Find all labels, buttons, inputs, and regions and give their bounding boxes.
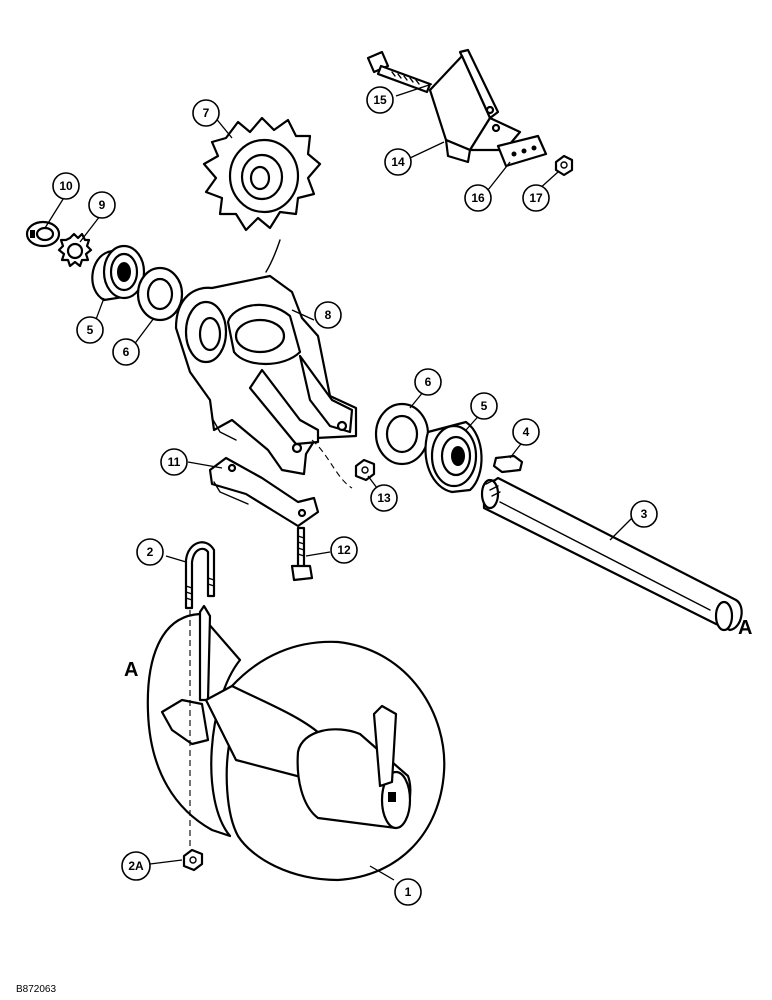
callout-15: 15	[366, 86, 394, 114]
callout-9: 9	[88, 191, 116, 219]
callout-label: 9	[99, 198, 106, 212]
part-1-auger	[146, 604, 446, 882]
callout-1: 1	[394, 878, 422, 906]
part-15-bolt	[366, 50, 432, 94]
part-16-plate	[496, 134, 548, 168]
callout-label: 13	[377, 491, 391, 505]
part-10-lock-collar	[25, 220, 61, 248]
callout-label: 15	[373, 93, 387, 107]
callout-label: 5	[481, 399, 488, 413]
part-17-nut	[554, 154, 574, 177]
callout-label: 11	[168, 455, 181, 469]
callout-6-right: 6	[414, 368, 442, 396]
part-5-bearing-right	[424, 420, 483, 494]
callout-label: 3	[641, 507, 648, 521]
callout-12: 12	[330, 536, 358, 564]
callout-label: 16	[471, 191, 485, 205]
callout-10: 10	[52, 172, 80, 200]
part-5-bearing-left	[91, 244, 146, 302]
part-14-bracket	[428, 48, 522, 164]
callout-label: 2A	[128, 859, 144, 873]
part-6-washer-right	[374, 402, 430, 466]
connection-mark-right: A	[738, 617, 752, 639]
callout-14: 14	[384, 148, 412, 176]
callout-label: 6	[123, 345, 130, 359]
part-4-key	[492, 454, 524, 474]
part-12-bolt	[290, 526, 314, 582]
callout-label: 17	[529, 191, 543, 205]
leader-lines	[44, 83, 633, 881]
part-7-sprocket	[202, 116, 322, 273]
callout-5-left: 5	[76, 316, 104, 344]
part-13-nut	[311, 439, 376, 489]
part-11-strap	[208, 456, 320, 528]
callout-label: 7	[203, 106, 210, 120]
part-8-housing	[174, 274, 358, 476]
callout-6-left: 6	[112, 338, 140, 366]
callout-3: 3	[630, 500, 658, 528]
callout-8: 8	[314, 301, 342, 329]
part-2a-nut	[182, 848, 204, 872]
callout-label: 12	[337, 543, 351, 557]
callout-11: 11	[160, 448, 188, 476]
callout-2a: 2A	[121, 851, 151, 881]
callout-7: 7	[192, 99, 220, 127]
part-2-u-bolt	[184, 541, 216, 610]
callout-label: 10	[59, 179, 73, 193]
part-9-lock-washer	[57, 232, 93, 268]
connection-mark-left: A	[124, 659, 138, 681]
part-3-shaft	[480, 476, 743, 632]
callout-5-right: 5	[470, 392, 498, 420]
callout-label: 8	[325, 308, 332, 322]
figure-code: B872063	[16, 984, 56, 995]
callout-label: 5	[87, 323, 94, 337]
callout-label: 14	[391, 155, 405, 169]
callout-label: 2	[147, 545, 154, 559]
callout-16: 16	[464, 184, 492, 212]
callout-4: 4	[512, 418, 540, 446]
callout-17: 17	[522, 184, 550, 212]
callout-13: 13	[370, 484, 398, 512]
callout-label: 6	[425, 375, 432, 389]
callout-label: 1	[405, 885, 412, 899]
part-6-washer-left	[136, 266, 184, 322]
callout-label: 4	[523, 425, 530, 439]
callout-2: 2	[136, 538, 164, 566]
